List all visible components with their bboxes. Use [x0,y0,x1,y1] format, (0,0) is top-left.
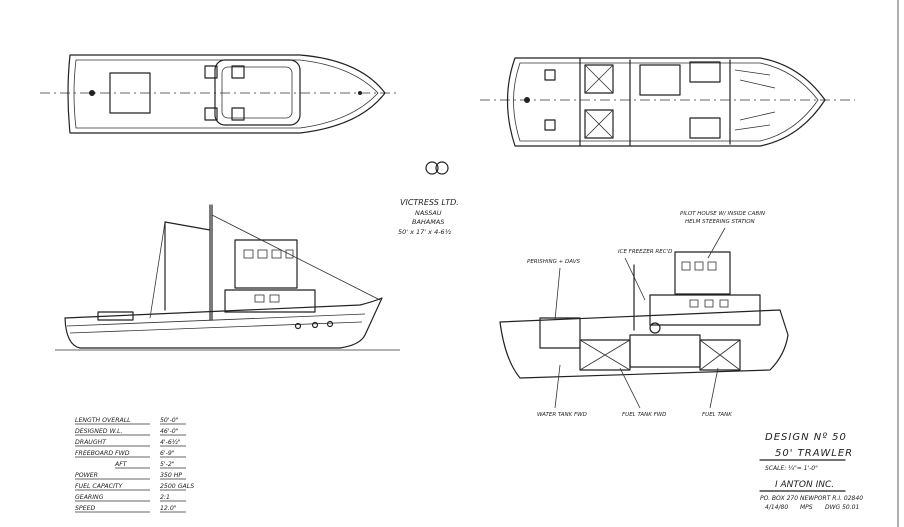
spec-value: 5'-2" [160,461,175,468]
deck-plan-bitt [204,65,218,79]
deck-plan-hatch [109,72,151,114]
spec-label: FUEL CAPACITY [75,483,124,490]
callout-fuel-tank: FUEL TANK [702,412,732,418]
firm-name: I ANTON INC. [775,480,834,490]
arrangement-plan-hull-outline [506,57,826,147]
inboard-hull-outline [499,309,789,379]
design-name: 50' TRAWLER [775,448,853,459]
arrangement-plan-fish-hold [584,64,614,94]
profile-hull-outline [64,297,383,349]
design-number: DESIGN Nº 50 [765,432,847,443]
scale-label: SCALE: ¼"= 1'-0" [765,465,818,472]
client-dimensions: 50' x 17' x 4-6½ [398,228,452,236]
callout-freezer: ICE FREEZER REC'D [618,249,672,255]
deck-plan-view [40,54,400,134]
spec-label: DESIGNED W.L. [75,428,123,435]
spec-label: SPEED [75,505,95,512]
spec-value: 50'-0" [160,417,179,424]
client-label: VICTRESS LTD. NASSAU BAHAMAS 50' x 17' x… [398,198,459,236]
client-city: NASSAU [415,209,442,217]
spec-value: 6'-9" [160,450,175,457]
spec-label: FREEBOARD FWD [75,450,130,457]
spec-value: 46'-0" [160,428,179,435]
profile-pilothouse [234,239,298,289]
outboard-profile-view [55,204,400,351]
callout-machinery: PERISHING + DAVS [527,259,580,265]
inboard-deckhouse [649,294,761,326]
spec-value: 4'-6½" [160,438,181,446]
inboard-machinery [539,317,581,349]
firm-address: PO. BOX 270 NEWPORT R.I. 02840 [760,495,863,502]
inboard-profile-view [499,227,789,409]
arrangement-plan-galley [639,64,681,96]
drawn-by: MPS [800,504,813,511]
inboard-callouts: PILOT HOUSE W/ INSIDE CABIN HELM STEERIN… [527,211,765,418]
firm-logo-mark [425,161,449,175]
spec-label: LENGTH OVERALL [75,417,131,424]
client-country: BAHAMAS [412,218,444,226]
spec-value: 2500 GALS [160,483,194,490]
specifications-table: LENGTH OVERALL 50'-0" DESIGNED W.L. 46'-0" D… [75,417,194,513]
callout-steering: HELM STEERING STATION [685,219,755,225]
arrangement-plan-view [480,57,855,147]
profile-deckhouse [224,289,316,313]
spec-label: DRAUGHT [75,439,107,446]
spec-value: 2:1 [160,494,170,501]
callout-pilot-house: PILOT HOUSE W/ INSIDE CABIN [680,211,765,217]
inboard-fish-hold [629,334,701,368]
spec-label: GEARING [75,494,104,501]
profile-boom [164,221,211,311]
deck-plan-hull-outline [67,54,386,134]
callout-water-tank: WATER TANK FWD [537,412,587,418]
client-name: VICTRESS LTD. [400,198,459,207]
deck-plan-house [214,59,301,126]
callout-fuel-tank-fwd: FUEL TANK FWD [622,412,666,418]
inboard-pilothouse [674,251,731,295]
spec-value: 12.0" [160,505,177,512]
drawing-number: DWG 50.01 [825,504,859,511]
deck-plan-bulwark [73,59,379,129]
spec-value: 350 HP [160,472,182,479]
spec-label: AFT [114,461,128,468]
drawing-date: 4/14/80 [765,504,788,511]
title-block: DESIGN Nº 50 50' TRAWLER SCALE: ¼"= 1'-0… [759,432,863,511]
spec-label: POWER [75,472,98,479]
